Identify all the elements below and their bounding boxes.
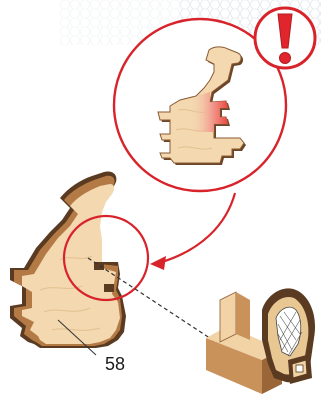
part-58-piece — [10, 171, 126, 348]
warning-badge — [255, 8, 315, 68]
callout-arrow — [150, 193, 235, 270]
receiving-assembly — [206, 288, 315, 394]
part-number-label: 58 — [105, 355, 125, 373]
